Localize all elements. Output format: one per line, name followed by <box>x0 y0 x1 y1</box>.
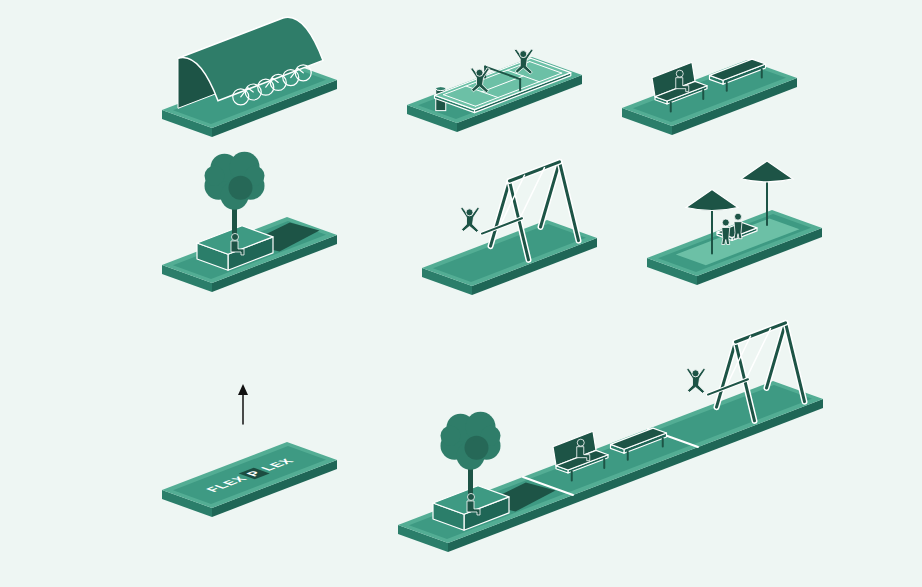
bench-leg <box>702 90 704 99</box>
tile-top <box>162 217 337 283</box>
person-body <box>514 49 533 74</box>
tree-crown <box>441 426 461 446</box>
tree-crown <box>205 166 225 186</box>
swing-seat <box>708 379 748 394</box>
swing-bar <box>736 323 786 342</box>
person-head <box>476 69 483 76</box>
bike-frame <box>298 69 304 73</box>
swing-leg <box>560 162 579 241</box>
swing-leg-outline <box>560 162 579 241</box>
court-line <box>444 62 530 95</box>
tile-inset <box>173 446 326 504</box>
court-line <box>530 62 562 74</box>
tile-top <box>422 220 597 286</box>
tree-crown-shade <box>465 436 489 460</box>
person-body <box>722 228 730 245</box>
person-head <box>692 370 699 377</box>
bench-leg <box>603 459 605 468</box>
module <box>162 152 337 292</box>
person-head <box>520 51 527 58</box>
net-post <box>519 79 521 90</box>
tile-top <box>162 442 337 508</box>
bike-frame <box>241 88 248 97</box>
bench-leg <box>571 472 573 481</box>
person-body <box>687 368 706 393</box>
person-head <box>577 439 584 446</box>
swing-seat <box>708 379 748 394</box>
tile-inset <box>433 224 586 282</box>
swing-chain <box>746 329 771 381</box>
swing-bar <box>510 162 560 181</box>
bike-frame <box>248 88 254 92</box>
umbrella-canopy <box>686 190 738 211</box>
person-body <box>461 207 480 232</box>
bench-seat-top <box>611 428 667 449</box>
person-body <box>471 68 490 93</box>
person-head <box>468 493 475 500</box>
tile-top <box>647 210 822 276</box>
bench-leg <box>670 103 672 112</box>
swing-seat <box>482 218 522 233</box>
waste-bin-top <box>436 87 446 91</box>
bench-leg <box>662 438 664 446</box>
lift-arrow-shaft <box>242 394 244 424</box>
tile-top <box>398 381 823 543</box>
module <box>622 59 797 135</box>
bench-leg <box>726 83 728 91</box>
swing-bar-outline <box>510 162 560 181</box>
bench-leg <box>761 69 763 77</box>
lift-arrow-head <box>238 384 248 395</box>
person-head <box>722 219 729 226</box>
plaza <box>676 218 800 265</box>
combined-strip <box>398 323 823 552</box>
tile-outline <box>158 438 358 520</box>
shelter-roof <box>178 17 323 100</box>
bike-frame <box>273 78 279 82</box>
court-line <box>444 95 476 107</box>
swing-leg <box>786 323 805 402</box>
swing-leg-outline <box>786 323 805 402</box>
person-head <box>466 209 473 216</box>
bike-wheel <box>295 65 311 81</box>
swing-chain <box>520 168 545 220</box>
tile-inset <box>173 221 326 279</box>
person-body <box>676 78 689 92</box>
tile-top <box>407 57 582 123</box>
person-head <box>676 70 683 77</box>
bench-seat-top <box>710 59 766 80</box>
person-body <box>231 241 244 255</box>
module <box>162 17 337 137</box>
umbrella-canopy <box>741 161 793 182</box>
person-body <box>467 501 480 515</box>
court-plate-top <box>435 58 571 109</box>
person-body <box>734 222 742 239</box>
swing-seat <box>482 218 522 233</box>
module <box>647 161 822 285</box>
person-head <box>735 213 742 220</box>
tree-crown-shade <box>229 176 253 200</box>
base-tile: FLEXPLEX <box>158 438 358 520</box>
module <box>422 162 597 295</box>
swing-bar-outline <box>736 323 786 342</box>
net <box>485 67 520 80</box>
bench-leg <box>627 452 629 460</box>
person-head <box>232 233 239 240</box>
tile-inset <box>658 214 811 272</box>
bike-frame <box>291 69 298 78</box>
bike-frame <box>266 78 273 87</box>
tile-top <box>622 60 797 126</box>
module <box>407 49 582 132</box>
tile-front <box>448 399 823 552</box>
person-body <box>577 447 590 461</box>
